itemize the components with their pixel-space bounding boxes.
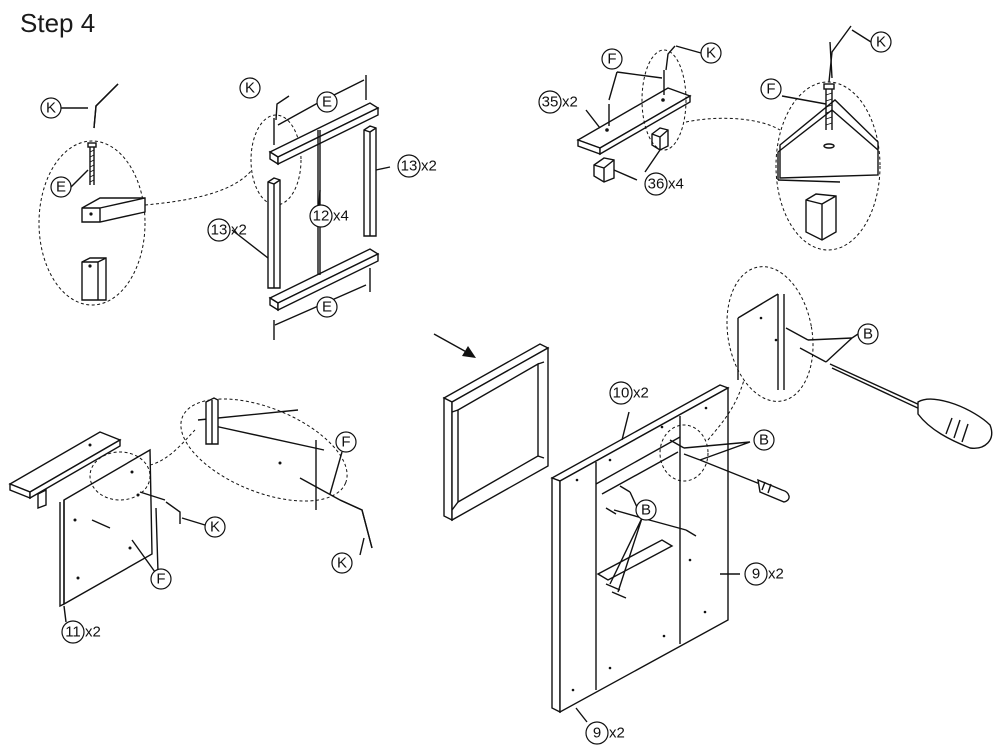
svg-text:x2: x2 bbox=[231, 222, 247, 239]
callout-b-1: B bbox=[857, 323, 879, 345]
callout-f-3: F bbox=[335, 431, 357, 453]
callout-b-2: B bbox=[753, 429, 775, 451]
detail-callout-screwdriver bbox=[707, 266, 993, 449]
svg-text:13: 13 bbox=[211, 222, 228, 239]
svg-text:x2: x2 bbox=[562, 94, 578, 111]
detail-callout-shelf-pin bbox=[775, 25, 881, 251]
svg-text:K: K bbox=[245, 80, 255, 97]
svg-text:K: K bbox=[706, 45, 716, 62]
direction-arrow bbox=[433, 333, 476, 358]
svg-text:K: K bbox=[210, 519, 220, 536]
svg-text:E: E bbox=[322, 299, 332, 316]
svg-text:K: K bbox=[46, 100, 56, 117]
back-panel-assembly bbox=[550, 384, 790, 723]
svg-text:E: E bbox=[56, 179, 66, 196]
allen-key-icon bbox=[93, 83, 119, 129]
svg-text:B: B bbox=[641, 502, 651, 519]
svg-text:E: E bbox=[322, 94, 332, 111]
upright-end-detail bbox=[81, 257, 107, 301]
svg-text:x2: x2 bbox=[768, 566, 784, 583]
svg-text:F: F bbox=[341, 434, 350, 451]
svg-text:9: 9 bbox=[593, 725, 601, 742]
svg-text:x4: x4 bbox=[333, 208, 349, 225]
svg-text:9: 9 bbox=[752, 566, 760, 583]
callout-k-5: K bbox=[331, 552, 353, 574]
part-9-bottom: 9 x2 bbox=[585, 721, 625, 745]
svg-text:x4: x4 bbox=[668, 176, 684, 193]
svg-text:12: 12 bbox=[313, 208, 330, 225]
detail-callout-frame-joint bbox=[38, 140, 253, 306]
step-title: Step 4 bbox=[20, 8, 96, 38]
assembled-frame bbox=[442, 343, 550, 522]
svg-text:B: B bbox=[759, 432, 769, 449]
svg-text:x2: x2 bbox=[609, 725, 625, 742]
svg-text:K: K bbox=[337, 555, 347, 572]
callout-e-2: E bbox=[316, 91, 338, 113]
callout-e-1: E bbox=[50, 176, 72, 198]
frame-assembly-parts bbox=[231, 75, 391, 340]
svg-text:K: K bbox=[876, 34, 886, 51]
side-panel-assembly bbox=[8, 429, 206, 623]
svg-text:x2: x2 bbox=[421, 158, 437, 175]
svg-text:F: F bbox=[766, 81, 775, 98]
svg-text:36: 36 bbox=[648, 176, 665, 193]
callout-k-1: K bbox=[40, 97, 62, 119]
screw-icon bbox=[87, 142, 97, 185]
detail-callout-side-panel bbox=[180, 397, 373, 556]
svg-text:10: 10 bbox=[613, 385, 630, 402]
callout-f-4: F bbox=[150, 568, 172, 590]
svg-text:B: B bbox=[863, 326, 873, 343]
part-9-right: 9 x2 bbox=[744, 562, 784, 586]
svg-text:x2: x2 bbox=[85, 624, 101, 641]
callout-k-3: K bbox=[700, 42, 722, 64]
svg-text:35: 35 bbox=[542, 94, 559, 111]
callout-k-2: K bbox=[239, 77, 261, 99]
callout-b-3: B bbox=[635, 499, 657, 521]
callout-f-2: F bbox=[760, 78, 782, 100]
callout-k-6: K bbox=[204, 516, 226, 538]
rail-end-detail bbox=[81, 197, 146, 223]
svg-text:F: F bbox=[607, 51, 616, 68]
shelf-support-parts bbox=[576, 45, 781, 183]
callout-e-3: E bbox=[316, 296, 338, 318]
svg-text:13: 13 bbox=[401, 158, 418, 175]
callout-f-1: F bbox=[601, 48, 623, 70]
svg-text:11: 11 bbox=[65, 624, 81, 641]
svg-text:F: F bbox=[156, 571, 165, 588]
svg-text:x2: x2 bbox=[633, 385, 649, 402]
callout-k-4: K bbox=[870, 31, 892, 53]
